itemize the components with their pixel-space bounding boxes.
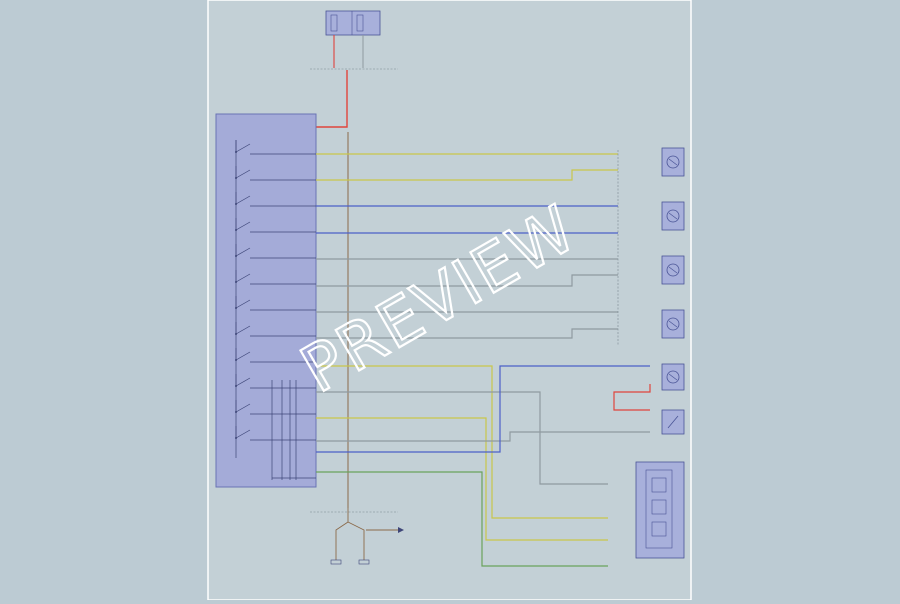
signal-wire <box>316 365 608 519</box>
junction-inner <box>645 469 673 549</box>
motor-symbol <box>668 320 678 328</box>
master-switch-panel <box>215 113 317 488</box>
junction-cell-2 <box>651 499 667 515</box>
motor-symbol <box>668 266 678 274</box>
motor-group <box>661 147 685 435</box>
switch-symbol <box>667 415 679 429</box>
motor-symbol <box>668 158 678 166</box>
fuse-element-2 <box>356 14 364 32</box>
switch-contact <box>235 299 251 309</box>
ground-point-2 <box>358 559 370 565</box>
signal-wire <box>316 417 608 541</box>
wire-group <box>316 150 651 567</box>
junction-cell-3 <box>651 521 667 537</box>
signal-wire <box>316 391 608 485</box>
switch-contact <box>235 273 251 283</box>
switch-contact <box>235 169 251 179</box>
fuse-block <box>325 10 381 36</box>
ground-arrow <box>398 527 404 533</box>
fuse-box <box>325 10 381 36</box>
switch-contact <box>235 403 251 413</box>
motor-icon <box>666 370 680 384</box>
switch-contact <box>235 325 251 335</box>
switch-group <box>235 140 316 480</box>
switch-contact <box>235 429 251 439</box>
motor-icon <box>666 263 680 277</box>
wire-main-power <box>316 70 348 128</box>
motor-symbol <box>668 212 678 220</box>
switch-contact <box>235 221 251 231</box>
fuse-element-1 <box>330 14 338 32</box>
signal-wire <box>316 169 618 181</box>
signal-wire <box>316 431 650 442</box>
motor-symbol <box>668 373 678 381</box>
motor-icon <box>666 155 680 169</box>
pump-wire <box>613 384 651 411</box>
motor-icon <box>666 317 680 331</box>
wire-ground-right <box>347 521 365 560</box>
switch-contact <box>235 377 251 387</box>
bottom-section <box>310 508 404 565</box>
junction-cell-1 <box>651 477 667 493</box>
junction-block <box>635 461 685 559</box>
signal-wire <box>316 274 618 287</box>
switch-contact <box>235 247 251 257</box>
signal-wire <box>316 328 618 339</box>
signal-wire <box>316 471 608 567</box>
motor-icon <box>666 209 680 223</box>
switch-contact <box>235 195 251 205</box>
signal-wire <box>316 365 650 453</box>
switch-contact <box>235 351 251 361</box>
wire-ground-left <box>335 508 349 560</box>
junction-box <box>635 461 685 559</box>
ground-point-1 <box>330 559 342 565</box>
switch-contact <box>235 143 251 153</box>
